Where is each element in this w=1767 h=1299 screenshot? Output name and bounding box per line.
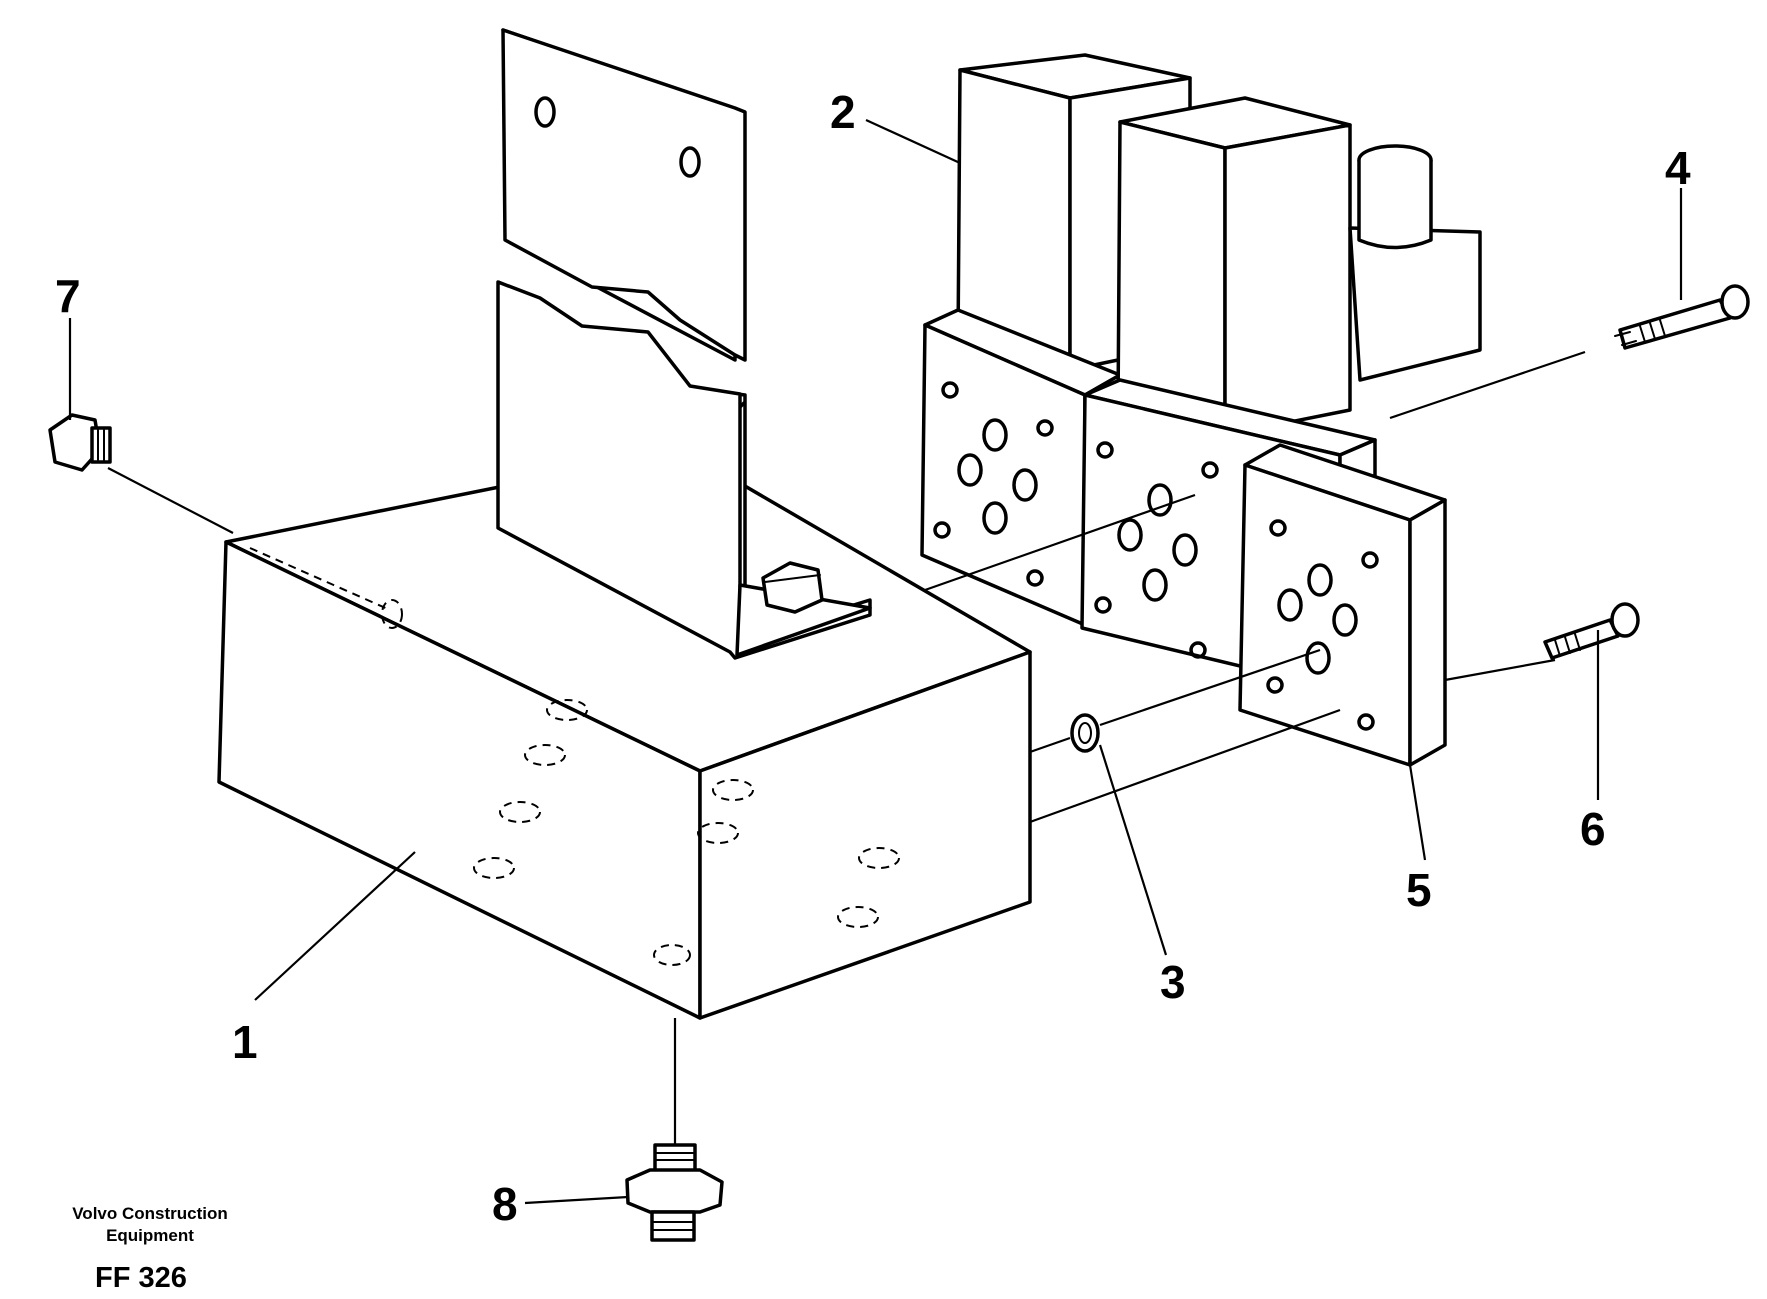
fitting-bottom: [625, 1143, 724, 1242]
cover-plate: [1238, 443, 1447, 767]
screw-long: [1614, 284, 1750, 350]
callout-7: 7: [55, 270, 81, 322]
callout-2: 2: [830, 86, 856, 138]
company-line-1: Volvo Construction: [72, 1204, 228, 1223]
callout-5: 5: [1406, 864, 1432, 916]
plug-top-left: [48, 413, 112, 472]
o-ring: [1070, 713, 1100, 753]
screw-short: [1543, 602, 1640, 660]
company-caption: Volvo Construction Equipment: [55, 1203, 245, 1247]
callout-1: 1: [232, 1016, 258, 1068]
callout-6: 6: [1580, 803, 1606, 855]
bracket-bolt: [761, 561, 824, 614]
callout-labels: 1 2 3 4 5 6 7 8: [55, 86, 1691, 1230]
callout-4: 4: [1665, 142, 1691, 194]
company-line-2: Equipment: [106, 1226, 194, 1245]
callout-3: 3: [1160, 956, 1186, 1008]
figure-code: FF 326: [95, 1262, 187, 1294]
bracket-plate: [496, 28, 872, 660]
assembly-lines: [107, 350, 1586, 1145]
callout-leaders: [68, 118, 1683, 1205]
callout-8: 8: [492, 1178, 518, 1230]
manifold-block: [217, 448, 1032, 1020]
